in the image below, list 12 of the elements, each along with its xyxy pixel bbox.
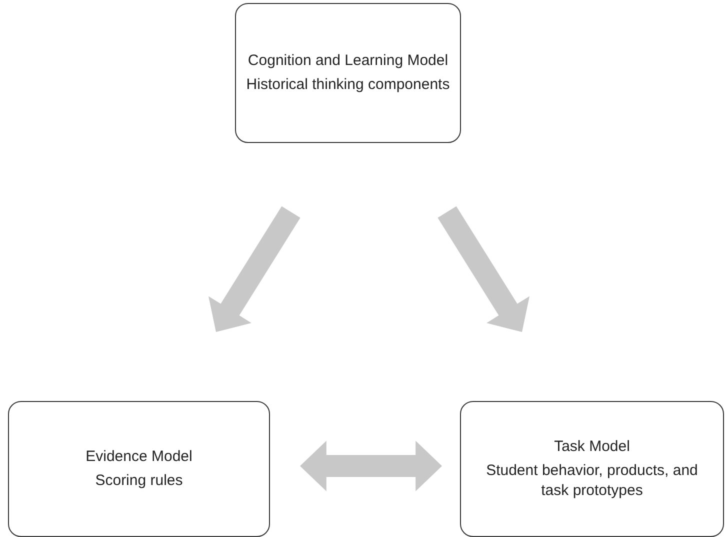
box-text: Task Model	[554, 437, 630, 457]
box-text: Student behavior, products, and task prototypes	[485, 461, 699, 501]
model-box	[460, 401, 724, 537]
model-box	[235, 3, 461, 143]
block-arrow	[208, 206, 300, 332]
box-text: Cognition and Learning Model	[248, 51, 448, 71]
box-text: Historical thinking components	[246, 75, 450, 95]
block-arrow	[300, 440, 442, 492]
block-arrow	[438, 206, 530, 332]
model-box	[8, 401, 270, 537]
box-text: Scoring rules	[95, 471, 183, 491]
box-text: Evidence Model	[86, 447, 192, 467]
